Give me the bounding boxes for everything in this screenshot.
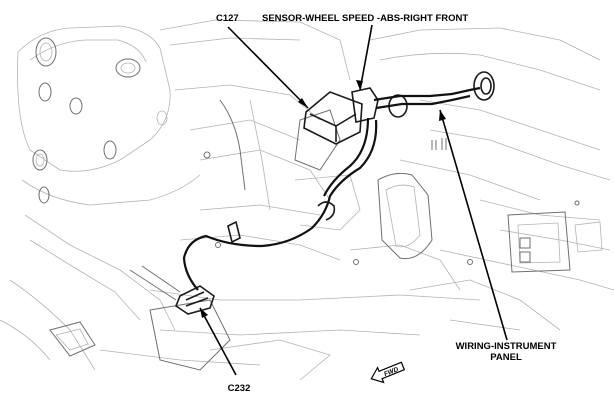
- c232-leader: [199, 307, 237, 376]
- sensor-leader: [359, 24, 373, 91]
- body-structure-outline: [0, 19, 614, 381]
- wiring-leader: [439, 109, 508, 341]
- callout-leaders: [199, 24, 508, 376]
- harness-drawing: [129, 71, 495, 315]
- sensor-label: SENSOR-WHEEL SPEED -ABS-RIGHT FRONT: [262, 13, 468, 24]
- c127-label: C127: [216, 13, 239, 24]
- fwd-label: FWD: [383, 366, 400, 378]
- forward-arrow-icon: FWD: [370, 361, 406, 384]
- firewall-grommet: [473, 71, 495, 101]
- wiring-panel-label: PANEL: [490, 352, 522, 363]
- wiring-instrument-label: WIRING-INSTRUMENT: [456, 341, 557, 352]
- c127-leader: [227, 26, 309, 109]
- c232-label: C232: [228, 383, 251, 394]
- wheel-speed-sensor: [351, 87, 379, 123]
- c232-connector: [175, 285, 215, 315]
- c127-connector: [303, 91, 363, 145]
